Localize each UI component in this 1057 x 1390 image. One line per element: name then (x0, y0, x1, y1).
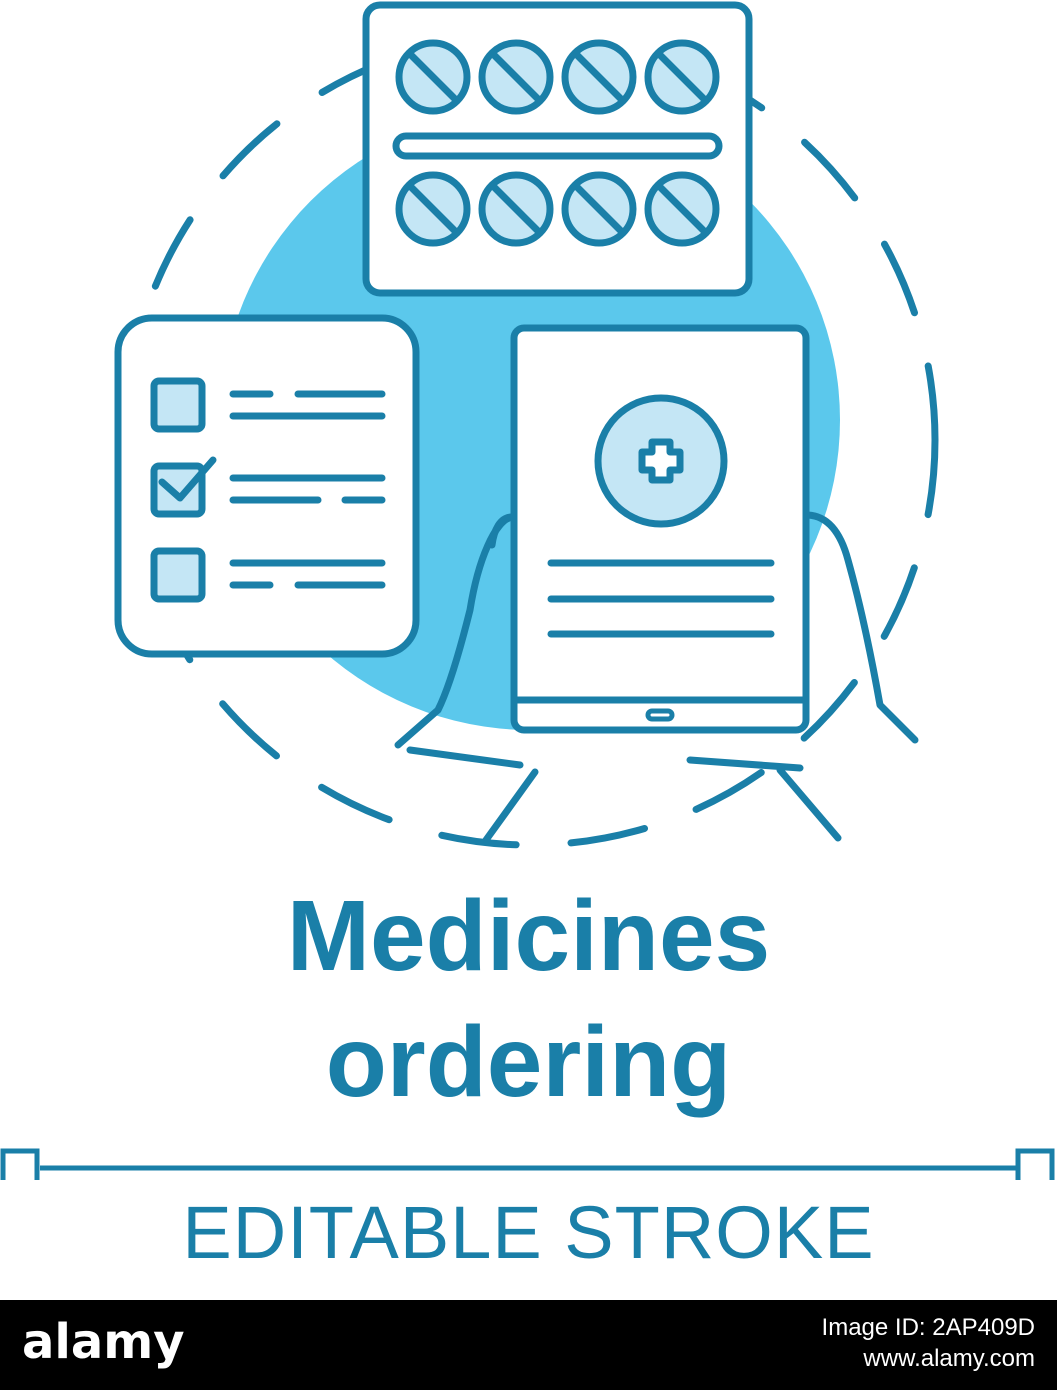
pill (561, 171, 637, 247)
pill (478, 39, 554, 115)
medicines-ordering-illustration (0, 1, 1055, 1180)
checklist-icon (114, 314, 420, 658)
title-line-2: ordering (325, 1006, 732, 1118)
image-id-text: Image ID: 2AP409D (821, 1314, 1035, 1341)
handle-left (0, 1148, 40, 1180)
selection-line (0, 1148, 1055, 1180)
right-hand (686, 511, 919, 842)
pill (644, 39, 720, 115)
checkbox-empty (150, 547, 206, 603)
pill (395, 39, 471, 115)
checkbox-checked (150, 462, 206, 518)
pill-blister-pack-icon (362, 1, 753, 297)
image-id-block: Image ID: 2AP409D www.alamy.com (822, 1312, 1035, 1374)
title-line-1: Medicines (286, 880, 771, 992)
checkmark-icon (158, 456, 217, 502)
watermark-footer: alamy Image ID: 2AP409D www.alamy.com (0, 1300, 1057, 1390)
home-button (645, 708, 675, 722)
pill (478, 171, 554, 247)
checkbox-empty (150, 377, 206, 433)
tablet-in-hands-icon (394, 324, 919, 844)
dashed-ring (121, 31, 939, 849)
site-url-text: www.alamy.com (863, 1345, 1035, 1373)
brand-logo: alamy (22, 1314, 185, 1370)
medical-cross-icon (594, 394, 728, 528)
editable-stroke-caption: EDITABLE STROKE (182, 1191, 875, 1274)
pill (395, 171, 471, 247)
handle-right (1015, 1148, 1055, 1180)
pill (561, 39, 637, 115)
pill (644, 171, 720, 247)
